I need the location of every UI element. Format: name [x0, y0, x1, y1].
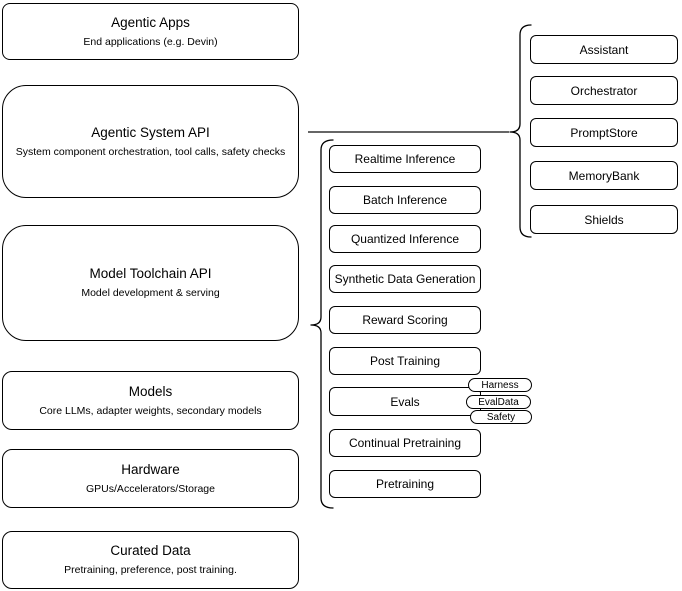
box-orchestrator: Orchestrator: [530, 76, 678, 105]
box-assistant: Assistant: [530, 35, 678, 64]
box-evals: Evals: [329, 387, 481, 416]
box-post-training: Post Training: [329, 347, 481, 375]
box-promptstore: PromptStore: [530, 118, 678, 147]
pill-safety: Safety: [470, 410, 532, 424]
box-continual-pretraining: Continual Pretraining: [329, 429, 481, 457]
box-post-training-label: Post Training: [369, 354, 441, 368]
box-batch-inference-label: Batch Inference: [362, 193, 448, 207]
box-evals-label: Evals: [390, 394, 420, 409]
pill-evaldata: EvalData: [466, 395, 531, 409]
box-synthetic-data-generation: Synthetic Data Generation: [329, 265, 481, 293]
box-agentic-apps-title: Agentic Apps: [111, 14, 190, 30]
box-orchestrator-label: Orchestrator: [570, 83, 638, 98]
agentic-components-brace: [509, 24, 532, 238]
box-shields-label: Shields: [584, 212, 624, 227]
box-agentic-system-api-title: Agentic System API: [91, 124, 210, 140]
box-continual-pretraining-label: Continual Pretraining: [348, 436, 462, 450]
box-agentic-system-api-subtitle: System component orchestration, tool cal…: [15, 145, 286, 158]
box-promptstore-label: PromptStore: [570, 125, 638, 140]
box-models-subtitle: Core LLMs, adapter weights, secondary mo…: [39, 404, 262, 417]
box-quantized-inference-label: Quantized Inference: [350, 232, 460, 246]
box-agentic-apps-subtitle: End applications (e.g. Devin): [83, 35, 218, 48]
pill-safety-label: Safety: [486, 411, 516, 423]
box-curated-data-title: Curated Data: [110, 543, 191, 558]
box-model-toolchain-api-title: Model Toolchain API: [89, 266, 212, 281]
box-hardware: Hardware GPUs/Accelerators/Storage: [2, 449, 299, 508]
box-models-title: Models: [128, 383, 173, 399]
toolchain-brace: [310, 139, 334, 509]
box-pretraining: Pretraining: [329, 470, 481, 498]
box-model-toolchain-api: Model Toolchain API Model development & …: [2, 225, 299, 341]
box-synthetic-data-generation-label: Synthetic Data Generation: [334, 272, 476, 286]
box-shields: Shields: [530, 205, 678, 234]
box-model-toolchain-api-subtitle: Model development & serving: [81, 287, 220, 299]
box-assistant-label: Assistant: [579, 42, 629, 57]
box-memorybank: MemoryBank: [530, 161, 678, 190]
box-realtime-inference: Realtime Inference: [329, 145, 481, 173]
box-reward-scoring: Reward Scoring: [329, 306, 481, 334]
box-reward-scoring-label: Reward Scoring: [362, 313, 448, 327]
box-agentic-system-api: Agentic System API System component orch…: [2, 85, 299, 198]
box-hardware-subtitle: GPUs/Accelerators/Storage: [86, 482, 215, 495]
box-batch-inference: Batch Inference: [329, 186, 481, 214]
box-hardware-title: Hardware: [121, 461, 180, 477]
box-models: Models Core LLMs, adapter weights, secon…: [2, 371, 299, 430]
pill-harness: Harness: [468, 378, 532, 392]
box-pretraining-label: Pretraining: [375, 477, 435, 491]
box-curated-data: Curated Data Pretraining, preference, po…: [2, 531, 299, 589]
box-agentic-apps: Agentic Apps End applications (e.g. Devi…: [2, 3, 299, 60]
box-realtime-inference-label: Realtime Inference: [354, 152, 456, 166]
box-quantized-inference: Quantized Inference: [329, 225, 481, 253]
pill-evaldata-label: EvalData: [478, 396, 519, 408]
box-curated-data-subtitle: Pretraining, preference, post training.: [64, 564, 237, 576]
pill-harness-label: Harness: [481, 379, 519, 391]
box-memorybank-label: MemoryBank: [568, 168, 640, 183]
